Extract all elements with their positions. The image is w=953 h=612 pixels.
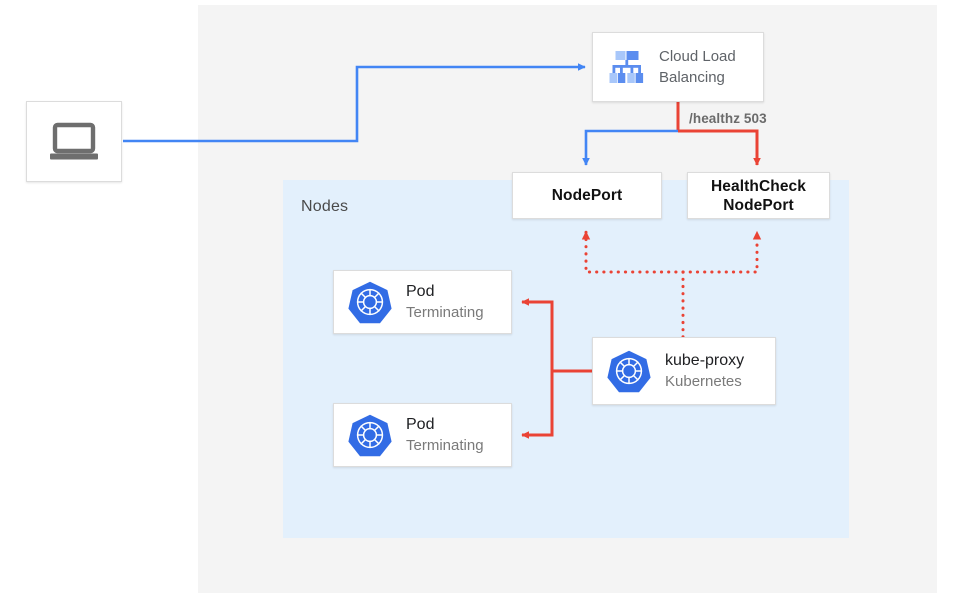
pod-status: Terminating bbox=[406, 304, 484, 321]
cloud-load-balancing-title-line2: Balancing bbox=[659, 69, 725, 86]
cloud-load-balancing-card[interactable]: Cloud Load Balancing bbox=[592, 32, 764, 102]
pod-title: Pod bbox=[406, 416, 435, 433]
cloud-load-balancing-icon bbox=[609, 51, 644, 83]
kube-proxy-title: kube-proxy bbox=[665, 352, 745, 369]
nodeport-label: NodePort bbox=[551, 187, 623, 204]
pod-text: Pod Terminating bbox=[406, 414, 484, 456]
kube-proxy-subtitle: Kubernetes bbox=[665, 373, 742, 390]
laptop-icon bbox=[50, 122, 98, 159]
healthcheck-nodeport-label: HealthCheck NodePort bbox=[711, 177, 806, 215]
pod-text: Pod Terminating bbox=[406, 281, 484, 323]
pod-title: Pod bbox=[406, 283, 435, 300]
healthcheck-nodeport-label-line2: NodePort bbox=[723, 196, 794, 214]
cloud-load-balancing-title-line1: Cloud Load bbox=[659, 48, 736, 65]
client-laptop-card[interactable] bbox=[26, 101, 122, 182]
nodes-region-label: Nodes bbox=[301, 198, 349, 215]
pod-status: Terminating bbox=[406, 437, 484, 454]
kubernetes-icon bbox=[348, 414, 392, 457]
kube-proxy-text: kube-proxy Kubernetes bbox=[665, 350, 744, 392]
kubernetes-icon bbox=[607, 350, 651, 393]
pod-card[interactable]: Pod Terminating bbox=[333, 403, 512, 467]
pod-card[interactable]: Pod Terminating bbox=[333, 270, 512, 334]
healthcheck-nodeport-card[interactable]: HealthCheck NodePort bbox=[687, 172, 830, 219]
nodeport-card[interactable]: NodePort bbox=[512, 172, 662, 219]
cloud-load-balancing-title: Cloud Load Balancing bbox=[659, 46, 736, 88]
kubernetes-icon bbox=[348, 281, 392, 324]
healthcheck-nodeport-label-line1: HealthCheck bbox=[711, 177, 806, 195]
healthz-status-label: /healthz 503 bbox=[689, 111, 767, 126]
kube-proxy-card[interactable]: kube-proxy Kubernetes bbox=[592, 337, 776, 405]
